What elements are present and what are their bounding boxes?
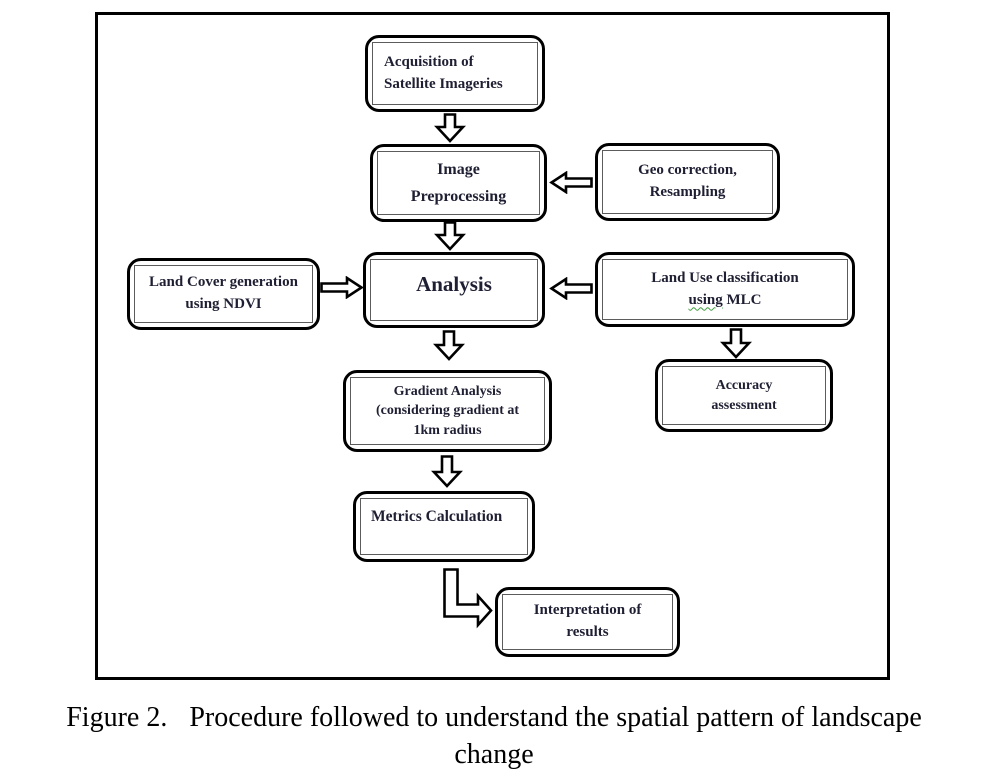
figure-label: Figure 2.: [66, 702, 168, 733]
node-text-line: (considering gradient at: [375, 403, 520, 419]
node-text-line: Image: [437, 160, 480, 178]
node-text-word: MLC: [726, 291, 762, 308]
node-text-line: Interpretation of: [533, 602, 642, 619]
node-acquisition-inner: Acquisition of Satellite Imageries: [372, 42, 538, 105]
node-text-line: using NDVI: [185, 296, 262, 312]
right-arrow-landcover-to-analysis: [320, 276, 364, 299]
node-metrics-inner: Metrics Calculation: [360, 498, 528, 555]
down-arrow-analysis-to-gradient: [433, 330, 465, 361]
node-text-line: assessment: [711, 397, 777, 413]
node-text-line: Land Cover generation: [149, 274, 298, 291]
node-gradient-analysis-inner: Gradient Analysis (considering gradient …: [350, 377, 545, 445]
caption-line-1: Figure 2. Procedure followed to understan…: [0, 699, 988, 736]
node-text-line: results: [566, 624, 609, 640]
node-text-line: Resampling: [649, 184, 726, 200]
node-text-line: Analysis: [416, 272, 492, 296]
node-geo-correction: Geo correction, Resampling: [595, 143, 780, 221]
node-text-line: Satellite Imageries: [384, 75, 503, 92]
node-text-line: Metrics Calculation: [371, 508, 503, 525]
node-text-line: Acquisition of: [384, 53, 474, 70]
node-text-line: Preprocessing: [410, 188, 507, 205]
node-text-line: using MLC: [689, 290, 762, 312]
node-land-cover-inner: Land Cover generation using NDVI: [134, 265, 313, 323]
spellcheck-underline-word: using: [688, 291, 723, 308]
node-text-line: Land Use classification: [651, 269, 799, 286]
node-land-use-inner: Land Use classification using MLC: [602, 259, 848, 320]
node-text-line: Accuracy: [715, 377, 773, 393]
caption-text: Procedure followed to understand the spa…: [189, 702, 922, 733]
node-land-use: Land Use classification using MLC: [595, 252, 855, 327]
node-analysis-inner: Analysis: [370, 259, 538, 321]
node-text-line: Geo correction,: [638, 162, 737, 179]
node-acquisition: Acquisition of Satellite Imageries: [365, 35, 545, 112]
node-image-preprocessing: Image Preprocessing: [370, 144, 547, 222]
node-image-preprocessing-inner: Image Preprocessing: [377, 151, 540, 215]
node-interpretation: Interpretation of results: [495, 587, 680, 657]
node-text-line: Gradient Analysis: [393, 383, 502, 399]
node-text-line: 1km radius: [413, 422, 482, 438]
node-interpretation-inner: Interpretation of results: [502, 594, 673, 650]
node-accuracy: Accuracy assessment: [655, 359, 833, 432]
down-arrow-landuse-to-accuracy: [720, 328, 752, 359]
node-gradient-analysis: Gradient Analysis (considering gradient …: [343, 370, 552, 452]
node-accuracy-inner: Accuracy assessment: [662, 366, 826, 425]
node-land-cover: Land Cover generation using NDVI: [127, 258, 320, 330]
caption-line-2: change: [454, 739, 534, 770]
down-arrow-acquisition-to-preprocessing: [434, 113, 466, 143]
elbow-arrow-metrics-to-interpretation: [443, 568, 493, 629]
figure-caption: Figure 2. Procedure followed to understan…: [0, 699, 988, 773]
node-analysis: Analysis: [363, 252, 545, 328]
node-geo-correction-inner: Geo correction, Resampling: [602, 150, 773, 214]
node-metrics: Metrics Calculation: [353, 491, 535, 562]
diagram-border-frame: [95, 12, 890, 680]
down-arrow-preprocessing-to-analysis: [434, 221, 466, 251]
down-arrow-gradient-to-metrics: [431, 455, 463, 488]
left-arrow-geo-to-preprocessing: [549, 171, 593, 194]
left-arrow-landuse-to-analysis: [549, 277, 593, 300]
